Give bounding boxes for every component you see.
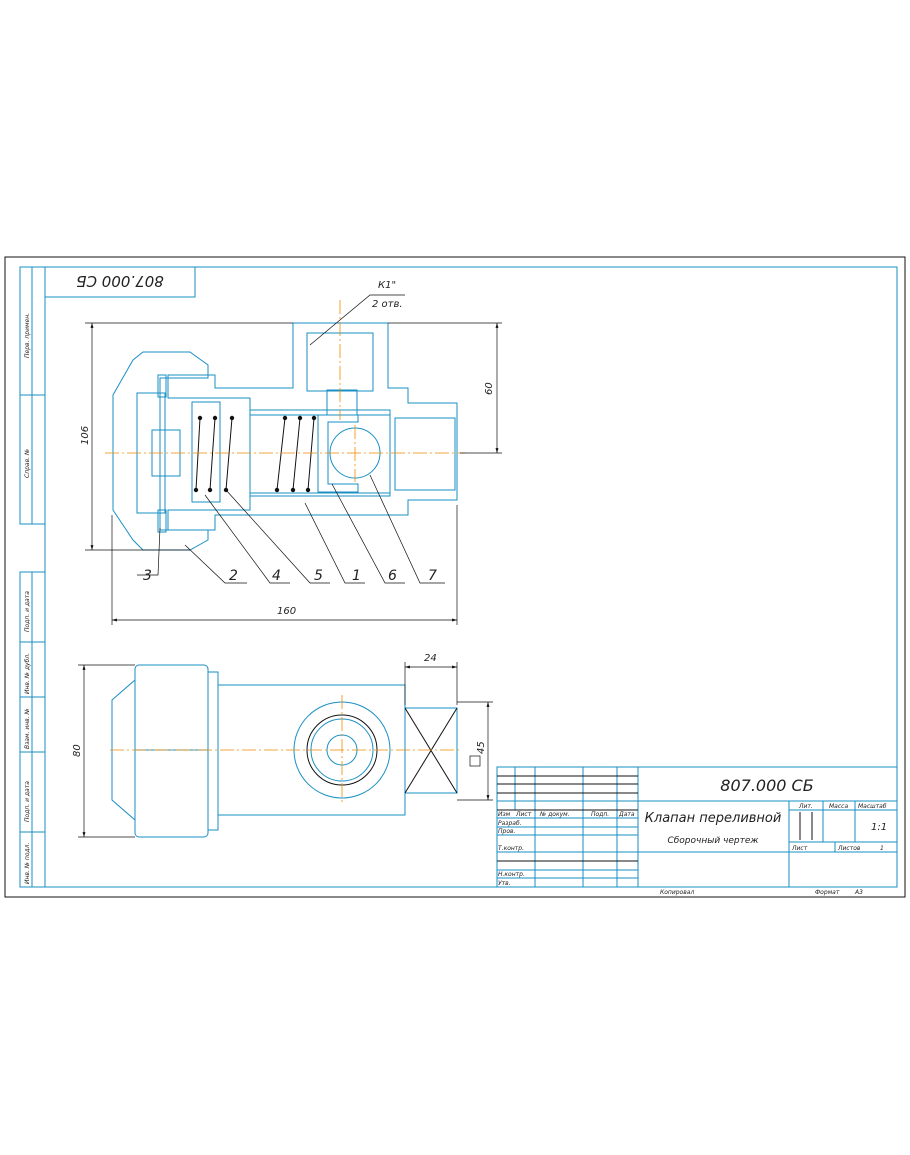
role-checker: Пров. xyxy=(498,828,516,835)
top-view-dimensions xyxy=(78,662,493,838)
role-developer: Разраб. xyxy=(498,820,522,827)
stamp-label: Подп. и дата xyxy=(24,781,31,822)
part-label-3: 3 xyxy=(143,568,152,584)
format-value: А3 xyxy=(854,889,863,896)
part-label-7: 7 xyxy=(428,568,437,584)
dim-square-45: 45 xyxy=(476,741,487,754)
title-block xyxy=(496,766,898,888)
scale-value: 1:1 xyxy=(871,822,887,833)
drawing-title: Клапан переливной xyxy=(645,811,782,826)
dim-106: 106 xyxy=(80,426,91,445)
header-date: Дата xyxy=(618,811,635,818)
part-label-2: 2 xyxy=(229,568,238,584)
stamp-label: Инв. № подл. xyxy=(24,843,31,884)
rotated-designation-box xyxy=(44,266,196,298)
stamp-label: Инв. № дубл. xyxy=(24,653,31,694)
lit-label: Лит. xyxy=(798,803,813,810)
role-norm-control: Н.контр. xyxy=(498,871,525,878)
part-label-5: 5 xyxy=(314,568,323,584)
header-izm: Изм xyxy=(498,811,511,818)
header-list: Лист xyxy=(515,811,532,818)
stamp-label: Взам. инв. № xyxy=(24,708,31,749)
scale-label: Масштаб xyxy=(858,803,887,810)
sheet-outer-frame xyxy=(4,256,906,898)
sheets-label: Листов xyxy=(837,845,861,852)
part-label-4: 4 xyxy=(272,568,281,584)
header-doc: № докум. xyxy=(539,811,570,818)
thread-callout: К1" xyxy=(378,280,396,291)
part-label-6: 6 xyxy=(388,568,397,584)
section-view xyxy=(105,300,465,551)
top-view xyxy=(110,664,462,838)
format-label: Формат xyxy=(815,889,840,896)
role-approved: Утв. xyxy=(498,880,511,887)
role-tech-control: Т.контр. xyxy=(498,845,524,852)
part-leaders xyxy=(137,294,445,584)
dim-80: 80 xyxy=(72,744,83,757)
stamp-label: Подп. и дата xyxy=(24,591,31,632)
side-stamp: Перв. примен. Справ. № Подп. и дата Инв.… xyxy=(19,266,46,888)
sheet-label: Лист xyxy=(791,845,808,852)
rotated-designation: 807.000 СБ xyxy=(76,272,164,290)
stamp-label: Перв. примен. xyxy=(24,313,31,358)
sheets-value: 1 xyxy=(880,845,884,852)
designation: 807.000 СБ xyxy=(720,776,813,795)
dim-60: 60 xyxy=(484,382,495,395)
part-label-1: 1 xyxy=(352,568,361,584)
stamp-label: Справ. № xyxy=(24,449,31,478)
dim-160: 160 xyxy=(277,606,296,617)
thread-count: 2 отв. xyxy=(372,299,403,310)
dimension-lines xyxy=(85,322,502,625)
mass-label: Масса xyxy=(829,803,848,810)
header-sign: Подп. xyxy=(591,811,609,818)
dim-24: 24 xyxy=(424,653,437,664)
drawing-subtitle: Сборочный чертеж xyxy=(667,836,759,846)
copied-label: Копировал xyxy=(660,889,694,896)
